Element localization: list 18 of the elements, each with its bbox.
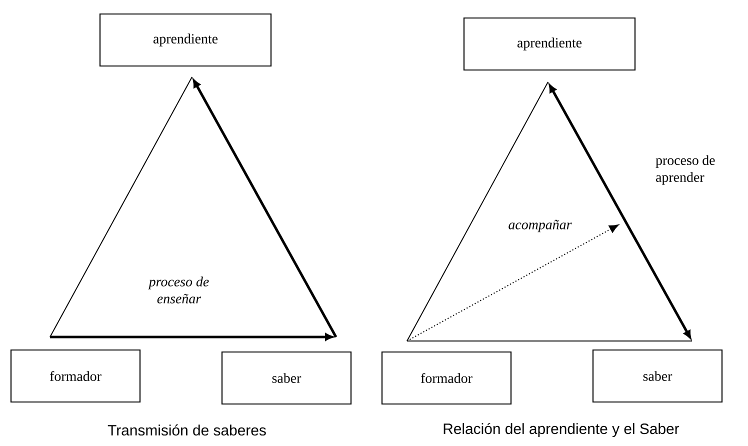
text-box: saber [221, 351, 352, 405]
text-box: formador [381, 351, 512, 405]
arrow [50, 333, 333, 341]
edge-label: proceso de enseñar [148, 276, 209, 304]
text-box: aprendiente [463, 17, 636, 71]
edge-label: acompañar [508, 220, 572, 232]
text-box: formador [10, 349, 141, 403]
text-box: aprendiente [99, 13, 272, 67]
text-box: saber [592, 349, 723, 403]
edge-label: proceso de aprender [656, 155, 715, 185]
arrow [406, 224, 619, 342]
caption: Relación del aprendiente y el Saber [444, 422, 680, 438]
double-arrow [548, 84, 692, 338]
arrow [192, 80, 338, 338]
caption: Transmisión de saberes [108, 424, 266, 436]
triangle-side [50, 76, 192, 338]
triangle-side [406, 340, 692, 342]
triangle-side [406, 82, 548, 342]
